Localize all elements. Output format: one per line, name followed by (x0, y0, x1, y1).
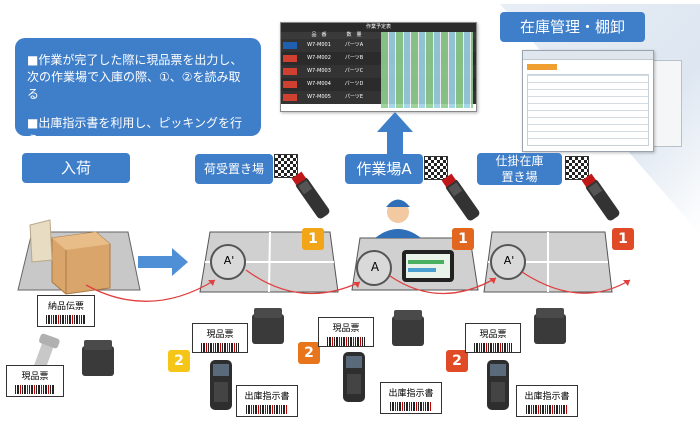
work-plan-col-code: 品 番 (311, 32, 327, 38)
picking-order-receiving: 出庫指示書 (236, 385, 298, 417)
work-plan-row-part: パーツE (344, 94, 364, 100)
flow-curve-4 (521, 271, 631, 294)
flow-curve-2 (245, 269, 361, 295)
work-plan-row-tag (283, 42, 297, 49)
picking-order-wip-title: 出庫指示書 (524, 392, 570, 402)
item-tag-arrival: 現品票 (6, 365, 64, 397)
station-arrival-label: 入荷 (22, 153, 130, 183)
label-printer-4 (534, 308, 566, 344)
picking-order-wip: 出庫指示書 (516, 385, 578, 417)
work-plan-screen: 作業予定表 品 番 数 量 W7-M001 パーツA W7-M002 パーツB W7-M… (280, 22, 477, 112)
marker-a-prime-wip (490, 244, 526, 280)
badge-2-receiving: 2 (168, 350, 190, 372)
item-tag-wip: 現品票 (465, 323, 521, 353)
work-plan-row-code: W7-M003 (307, 68, 331, 74)
item-tag-wip-title: 現品票 (479, 330, 507, 340)
station-wip-label: 仕掛在庫 置き場 (477, 153, 562, 185)
label-printer-1 (82, 340, 114, 376)
marker-a-prime-receiving (210, 244, 246, 280)
work-plan-row-tag (283, 68, 297, 75)
badge-1-wip: 1 (612, 228, 634, 250)
barcode-icon (15, 385, 55, 394)
badge-2-workshop: 2 (298, 342, 320, 364)
work-plan-row-part: パーツB (344, 55, 364, 61)
handheld-scanner-workshop (441, 173, 480, 221)
barcode-icon (327, 337, 365, 346)
label-printer-3 (392, 310, 424, 346)
work-plan-row-code: W7-M002 (307, 55, 331, 61)
barcode-icon (526, 405, 568, 414)
label-printer-2 (252, 308, 284, 344)
work-plan-row-part: パーツC (344, 68, 364, 74)
handheld-terminal-1 (210, 360, 232, 410)
work-plan-row-code: W7-M001 (307, 42, 331, 48)
handheld-scanner-wip (581, 173, 620, 221)
delivery-slip: 納品伝票 (37, 295, 95, 327)
marker-label-a: A (370, 260, 380, 274)
work-plan-row-tag (283, 55, 297, 62)
worker-body (375, 229, 421, 238)
work-plan-col-qty: 数 量 (346, 32, 362, 38)
flow-curve-3 (389, 275, 497, 295)
item-tag-workshop-title: 現品票 (332, 324, 360, 334)
marker-a-workshop (356, 250, 392, 286)
qr-code-workshop (424, 156, 448, 180)
info-box: ■作業が完了した際に現品票を出力し、次の作業場で入庫の際、①、②を読み取る ■出… (15, 38, 261, 147)
barcode-icon (474, 343, 512, 352)
work-plan-grid (381, 32, 473, 108)
work-plan-row-tag (283, 81, 297, 88)
upload-arrow (377, 112, 413, 154)
info-line-1: ■作業が完了した際に現品票を出力し、次の作業場で入庫の際、①、②を読み取る (27, 53, 243, 101)
picking-order-receiving-title: 出庫指示書 (244, 392, 290, 402)
qr-code-wip (565, 156, 589, 180)
barcode-icon (201, 343, 239, 352)
delivery-slip-title: 納品伝票 (47, 302, 84, 312)
handheld-terminal-3 (487, 360, 509, 410)
item-tag-receiving-title: 現品票 (206, 330, 234, 340)
station-wip-line-1: 仕掛在庫 (495, 154, 544, 168)
info-line-2: ■出庫指示書を利用し、ピッキングを行う (27, 116, 242, 147)
station-receiving-label: 荷受置き場 (195, 154, 273, 184)
qr-code-receiving (274, 154, 298, 178)
flow-curve-1 (85, 279, 216, 302)
item-tag-workshop: 現品票 (318, 317, 374, 347)
item-tag-receiving: 現品票 (192, 323, 248, 353)
picking-order-workshop: 出庫指示書 (380, 382, 442, 414)
work-plan-row-part: パーツD (344, 81, 364, 87)
work-plan-row-part: パーツA (344, 42, 364, 48)
flow-arrow (138, 248, 188, 276)
barcode-icon (46, 315, 86, 324)
marker-label-a-prime-2: A' (503, 254, 515, 267)
sack (29, 219, 53, 263)
station-wip-line-2: 置き場 (501, 170, 538, 184)
work-plan-title: 作業予定表 (281, 23, 476, 32)
badge-2-wip: 2 (446, 350, 468, 372)
work-plan-row-code: W7-M004 (307, 81, 331, 87)
item-tag-arrival-title: 現品票 (21, 372, 49, 382)
handheld-terminal-2 (343, 352, 365, 402)
stock-management-title: 在庫管理・棚卸 (500, 12, 645, 42)
handheld-scanner-receiving (291, 171, 330, 219)
picking-order-workshop-title: 出庫指示書 (388, 389, 434, 399)
barcode-icon (246, 405, 288, 414)
barcode-icon (390, 402, 432, 411)
marker-label-a-prime-1: A' (223, 254, 235, 267)
station-workshop-a-label: 作業場A (345, 154, 423, 184)
work-plan-row-code: W7-M005 (307, 94, 331, 100)
work-plan-row-tag (283, 94, 297, 101)
badge-1-receiving: 1 (302, 228, 324, 250)
stock-window-front (522, 50, 654, 152)
badge-1-workshop: 1 (452, 228, 474, 250)
